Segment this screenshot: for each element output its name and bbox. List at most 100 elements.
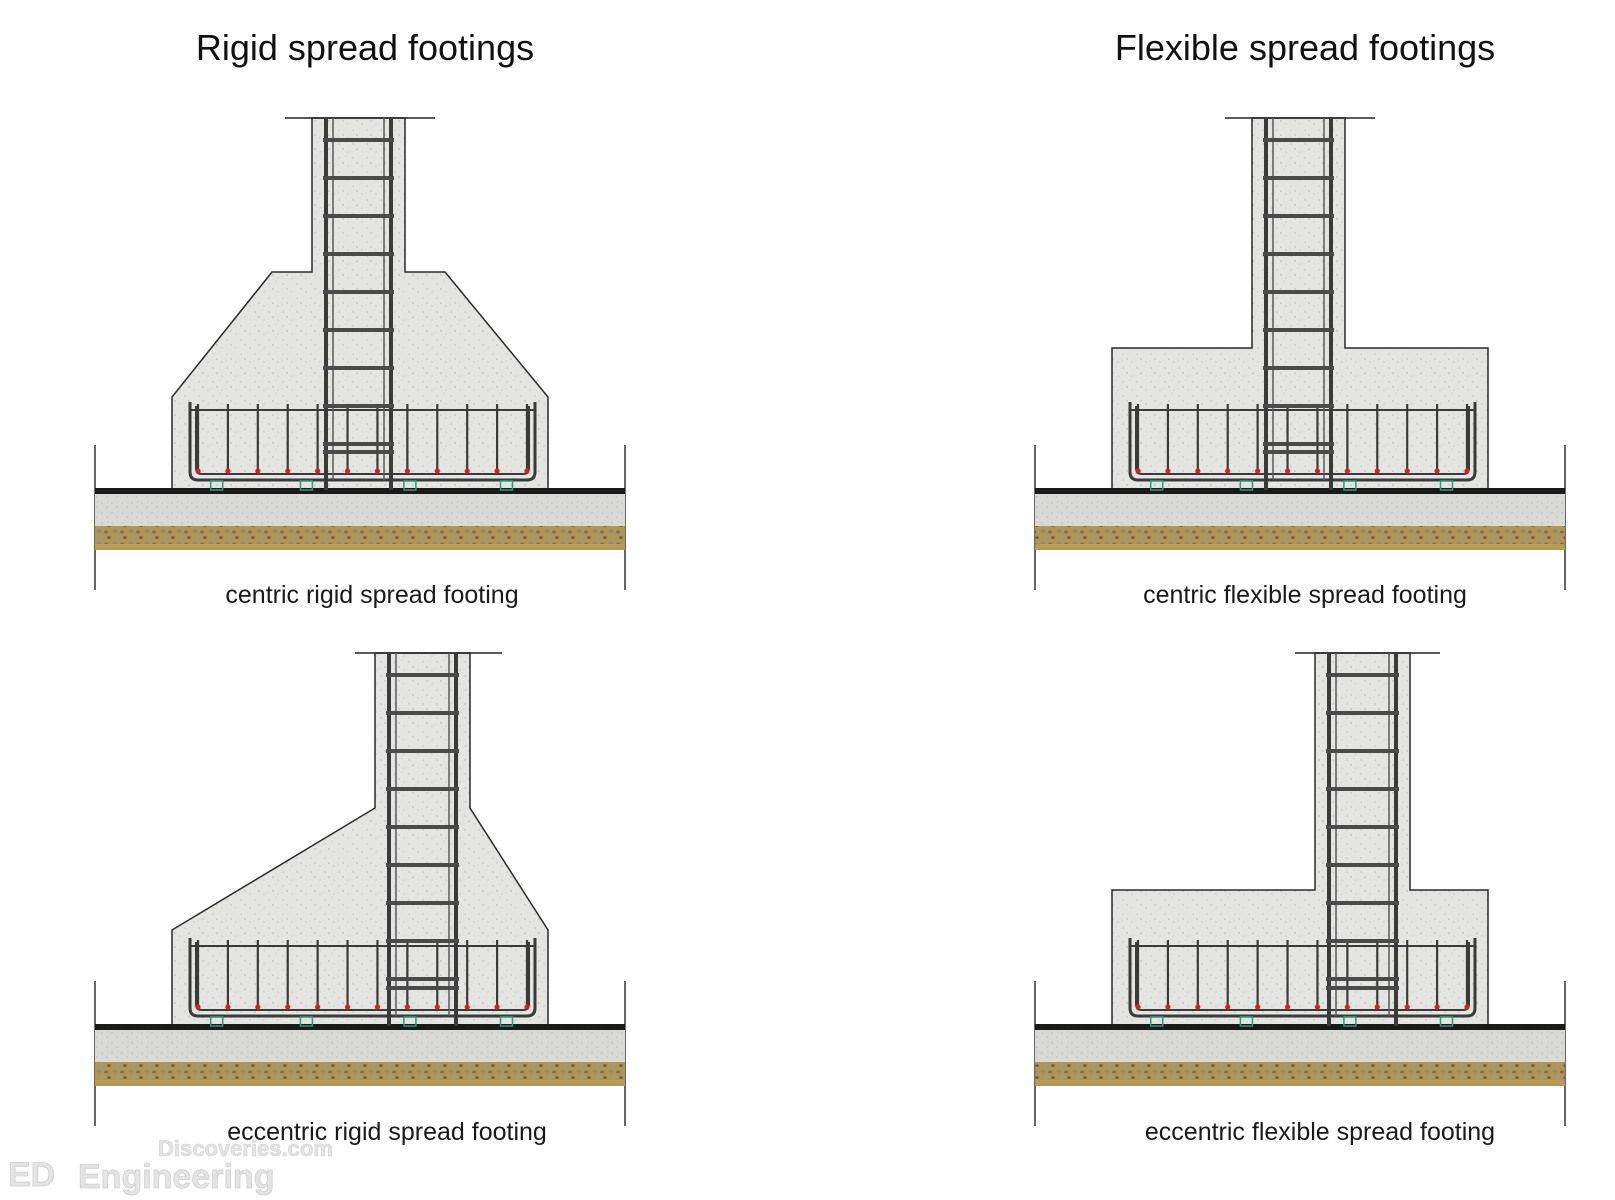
bottom-rebar-mesh bbox=[1128, 402, 1477, 491]
column-tie bbox=[386, 863, 459, 867]
column-tie bbox=[1263, 290, 1334, 294]
column-tie bbox=[1263, 214, 1334, 218]
column-tie bbox=[323, 138, 394, 142]
rebar-section-dot bbox=[464, 1004, 470, 1010]
rebar-spacer bbox=[1149, 480, 1164, 491]
lean-concrete-layer bbox=[1035, 1030, 1565, 1066]
rebar-spacer bbox=[299, 480, 314, 491]
column-tie bbox=[323, 328, 394, 332]
rebar-section-dot bbox=[255, 468, 261, 474]
gravel-layer bbox=[95, 526, 625, 548]
rebar-section-dot bbox=[464, 468, 470, 474]
centric-flexible-footing-drawing bbox=[1034, 117, 1566, 590]
column-tie bbox=[386, 749, 459, 753]
footing-base-line bbox=[1035, 1024, 1565, 1030]
column-tie bbox=[323, 366, 394, 370]
rebar-section-dot bbox=[315, 468, 321, 474]
rebar-section-dot bbox=[1344, 468, 1350, 474]
rebar-section-dot bbox=[1464, 1004, 1470, 1010]
rebar-section-dot bbox=[374, 468, 381, 474]
rebar-section-dot bbox=[1404, 1004, 1410, 1010]
rebar-section-dot bbox=[1374, 1004, 1380, 1010]
soil-base-layer bbox=[1035, 1080, 1565, 1086]
column-tie bbox=[1326, 939, 1399, 943]
rebar-section-dot bbox=[1195, 468, 1201, 474]
bottom-rebar-mesh bbox=[188, 938, 537, 1027]
column-tie bbox=[386, 787, 459, 791]
column-tie bbox=[1263, 328, 1334, 332]
footing-base-line bbox=[95, 1024, 625, 1030]
rebar-section-dot bbox=[374, 1004, 381, 1010]
rebar-spacer bbox=[1343, 1016, 1357, 1027]
column-tie bbox=[323, 214, 394, 218]
rebar-section-dot bbox=[1314, 1004, 1321, 1010]
bottom-rebar-mesh bbox=[1128, 938, 1477, 1027]
rebar-section-dot bbox=[315, 1004, 321, 1010]
rebar-spacer bbox=[1439, 480, 1454, 491]
rebar-section-dot bbox=[1374, 468, 1380, 474]
centric-rigid-caption: centric rigid spread footing bbox=[225, 581, 518, 609]
column-tie bbox=[386, 986, 459, 990]
main-rebar-outer bbox=[188, 402, 537, 482]
column-tie bbox=[1326, 901, 1399, 905]
rebar-section-dot bbox=[195, 468, 201, 474]
column-tie bbox=[1326, 825, 1399, 829]
column-tie bbox=[1263, 252, 1334, 256]
rebar-section-dot bbox=[1165, 468, 1171, 474]
column-tie bbox=[386, 825, 459, 829]
soil-base-layer bbox=[1035, 544, 1565, 550]
rebar-section-dot bbox=[1255, 468, 1261, 474]
rebar-section-dot bbox=[494, 468, 500, 474]
column-tie bbox=[1326, 787, 1399, 791]
column-tie bbox=[1263, 176, 1334, 180]
rebar-section-dot bbox=[1284, 1004, 1291, 1010]
rebar-spacer bbox=[1149, 1016, 1164, 1027]
rebar-spacer bbox=[209, 1016, 224, 1027]
rebar-section-dot bbox=[1225, 1004, 1231, 1010]
column-tie bbox=[1263, 442, 1334, 446]
column-tie bbox=[323, 404, 394, 408]
column-tie bbox=[323, 290, 394, 294]
main-rebar-outer bbox=[1128, 402, 1477, 482]
watermark-line1: Discoveries.com bbox=[158, 1136, 333, 1161]
lean-concrete-layer bbox=[1035, 494, 1565, 530]
watermark-line2: Engineering bbox=[78, 1158, 274, 1196]
rebar-section-dot bbox=[524, 1004, 530, 1010]
column-tie bbox=[386, 711, 459, 715]
rebar-section-dot bbox=[1135, 468, 1141, 474]
rebar-section-dot bbox=[344, 1004, 351, 1010]
column-tie bbox=[1263, 450, 1334, 454]
lean-concrete-layer bbox=[95, 1030, 625, 1066]
column-tie bbox=[323, 252, 394, 256]
rebar-spacer bbox=[1343, 480, 1357, 491]
column-tie bbox=[323, 176, 394, 180]
column-tie bbox=[1263, 404, 1334, 408]
rebar-section-dot bbox=[1284, 468, 1291, 474]
lean-concrete-layer bbox=[95, 494, 625, 530]
main-rebar-outer bbox=[1128, 938, 1477, 1018]
eccentric-rigid-caption: eccentric rigid spread footing bbox=[227, 1118, 547, 1146]
column-tie bbox=[386, 939, 459, 943]
rebar-section-dot bbox=[1314, 468, 1321, 474]
footing-base-line bbox=[95, 488, 625, 494]
rebar-section-dot bbox=[1404, 468, 1410, 474]
rebar-spacer bbox=[1439, 1016, 1454, 1027]
column-rebar-cage bbox=[323, 118, 394, 490]
rebar-section-dot bbox=[434, 1004, 440, 1010]
flexible-footings-heading: Flexible spread footings bbox=[1115, 27, 1495, 68]
rebar-section-dot bbox=[1195, 1004, 1201, 1010]
column-tie bbox=[1326, 673, 1399, 677]
rigid-footings-heading: Rigid spread footings bbox=[196, 27, 534, 68]
column-tie bbox=[386, 977, 459, 981]
rebar-spacer bbox=[403, 480, 417, 491]
rebar-section-dot bbox=[225, 1004, 231, 1010]
rebar-spacer bbox=[499, 1016, 514, 1027]
footing-base-line bbox=[1035, 488, 1565, 494]
column-rebar-cage bbox=[386, 653, 459, 1026]
rebar-section-dot bbox=[1165, 1004, 1171, 1010]
rebar-section-dot bbox=[494, 1004, 500, 1010]
bottom-rebar-mesh bbox=[188, 402, 537, 491]
column-tie bbox=[1326, 863, 1399, 867]
rebar-spacer bbox=[1239, 1016, 1254, 1027]
